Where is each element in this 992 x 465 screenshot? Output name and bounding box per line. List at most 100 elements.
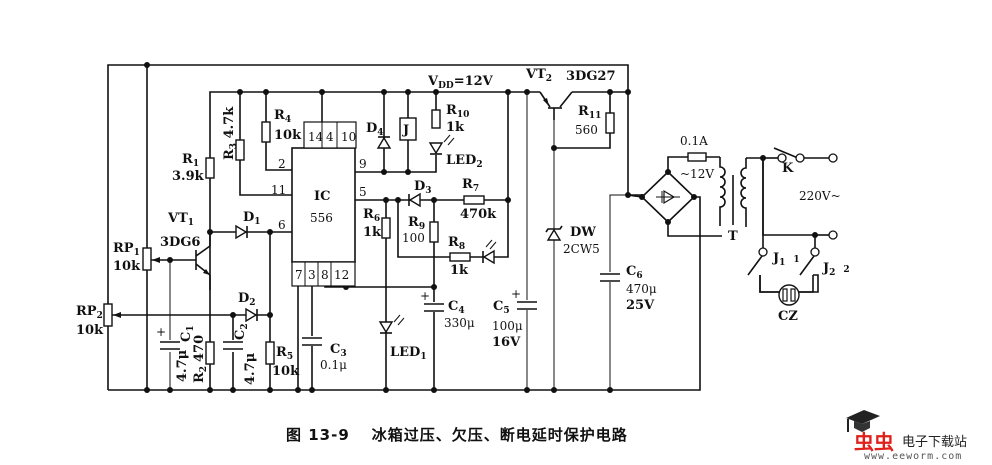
label-c1: C1 bbox=[179, 325, 196, 342]
pin-6: 6 bbox=[278, 218, 286, 232]
diodes bbox=[235, 134, 563, 334]
relay-contact-j1 bbox=[747, 247, 768, 276]
wire-ground bbox=[108, 230, 701, 391]
value-r7: 470k bbox=[460, 207, 497, 222]
transformer-t bbox=[719, 157, 747, 227]
junction bbox=[309, 387, 315, 393]
led-r8 bbox=[482, 239, 497, 265]
wire-cz-left bbox=[759, 275, 780, 293]
mains-terminal-1[interactable] bbox=[828, 153, 838, 163]
transistor-vt1 bbox=[195, 232, 211, 276]
led-1 bbox=[378, 314, 405, 334]
wire-primary bbox=[746, 157, 816, 248]
wire-cz-right bbox=[798, 275, 814, 293]
junction bbox=[383, 387, 389, 393]
resistor-r2 bbox=[205, 341, 215, 365]
value-c1: 4.7μ bbox=[175, 349, 190, 382]
watermark-brand: 虫虫 bbox=[854, 430, 894, 454]
rp1-wiper-arrow bbox=[152, 257, 160, 263]
label-c3: C3 bbox=[330, 342, 347, 359]
label-d3: D3 bbox=[414, 179, 432, 196]
label-dw: DW bbox=[570, 225, 596, 240]
junction bbox=[267, 387, 273, 393]
pin-14: 14 bbox=[308, 130, 324, 144]
label-r11: R11 bbox=[578, 104, 601, 121]
pin-8: 8 bbox=[321, 268, 329, 282]
voltage-c5: 16V bbox=[492, 335, 521, 350]
junction bbox=[267, 312, 273, 318]
resistor-r7 bbox=[463, 195, 485, 205]
label-d4: D4 bbox=[366, 121, 384, 138]
wire-c6 bbox=[609, 194, 628, 390]
junction bbox=[263, 89, 269, 95]
junction bbox=[607, 387, 613, 393]
label-c4: C4 bbox=[448, 299, 465, 316]
resistor-r5 bbox=[265, 341, 275, 365]
value-r10: 1k bbox=[446, 120, 465, 135]
value-r8: 1k bbox=[450, 263, 469, 278]
vdd-label: VDD=12V bbox=[427, 74, 494, 91]
junction bbox=[144, 62, 150, 68]
resistor-r6 bbox=[381, 217, 391, 239]
junction bbox=[812, 232, 818, 238]
junction bbox=[431, 197, 437, 203]
junction bbox=[524, 89, 530, 95]
junction bbox=[167, 257, 173, 263]
potentiometer-rp2 bbox=[103, 303, 113, 327]
resistor-r4 bbox=[261, 121, 271, 143]
value-rp2: 10k bbox=[76, 323, 104, 338]
svg-text:+: + bbox=[420, 289, 430, 303]
ic-name: IC bbox=[314, 189, 330, 204]
junction bbox=[167, 387, 173, 393]
pin-7: 7 bbox=[295, 268, 303, 282]
mains-terminal-2[interactable] bbox=[828, 230, 838, 240]
ic-body bbox=[291, 147, 356, 263]
value-r1: 3.9k bbox=[172, 169, 205, 184]
part-vt2: 3DG27 bbox=[566, 69, 616, 84]
junction bbox=[230, 387, 236, 393]
watermark-site: 电子下载站 bbox=[902, 435, 968, 450]
label-r1: R1 bbox=[182, 152, 199, 169]
label-r7: R7 bbox=[462, 177, 479, 194]
value-c5: 100μ bbox=[492, 319, 523, 333]
junction bbox=[144, 387, 150, 393]
fuse bbox=[687, 152, 707, 162]
label-r6: R6 bbox=[363, 207, 380, 224]
junction bbox=[267, 229, 273, 235]
junctions bbox=[144, 62, 818, 393]
value-rp1: 10k bbox=[113, 259, 141, 274]
pin-12: 12 bbox=[334, 268, 349, 282]
capacitor-c4: + bbox=[420, 289, 444, 312]
junction bbox=[207, 387, 213, 393]
wire-bridge-bottom bbox=[667, 222, 722, 237]
junction bbox=[319, 89, 325, 95]
ic-top-pins-box bbox=[303, 121, 357, 149]
label-vt2: VT2 bbox=[525, 67, 552, 84]
junction bbox=[431, 284, 437, 290]
pin-3: 3 bbox=[308, 268, 316, 282]
resistor-r3 bbox=[235, 139, 245, 161]
junction bbox=[237, 89, 243, 95]
junction bbox=[551, 387, 557, 393]
label-r5: R5 bbox=[276, 345, 293, 362]
label-c2: C2 bbox=[233, 323, 250, 340]
ic-bottom-pins-box bbox=[291, 261, 356, 287]
voltage-c6: 25V bbox=[626, 298, 655, 313]
wire-vdd-rail bbox=[209, 91, 540, 290]
junction bbox=[524, 387, 530, 393]
labels: VDD=12V R1 3.9k R3 4.7k R4 10k VT1 3DG6 … bbox=[76, 67, 850, 385]
value-r9: 100 bbox=[402, 231, 425, 245]
part-vt1: 3DG6 bbox=[160, 235, 200, 250]
junction bbox=[405, 169, 411, 175]
value-r11: 560 bbox=[575, 123, 598, 137]
resistors bbox=[103, 109, 615, 365]
junction bbox=[505, 89, 511, 95]
switch-k[interactable] bbox=[773, 147, 805, 163]
label-c5: C5 bbox=[493, 299, 510, 316]
junction bbox=[551, 145, 557, 151]
junction bbox=[433, 89, 439, 95]
junction bbox=[381, 169, 387, 175]
